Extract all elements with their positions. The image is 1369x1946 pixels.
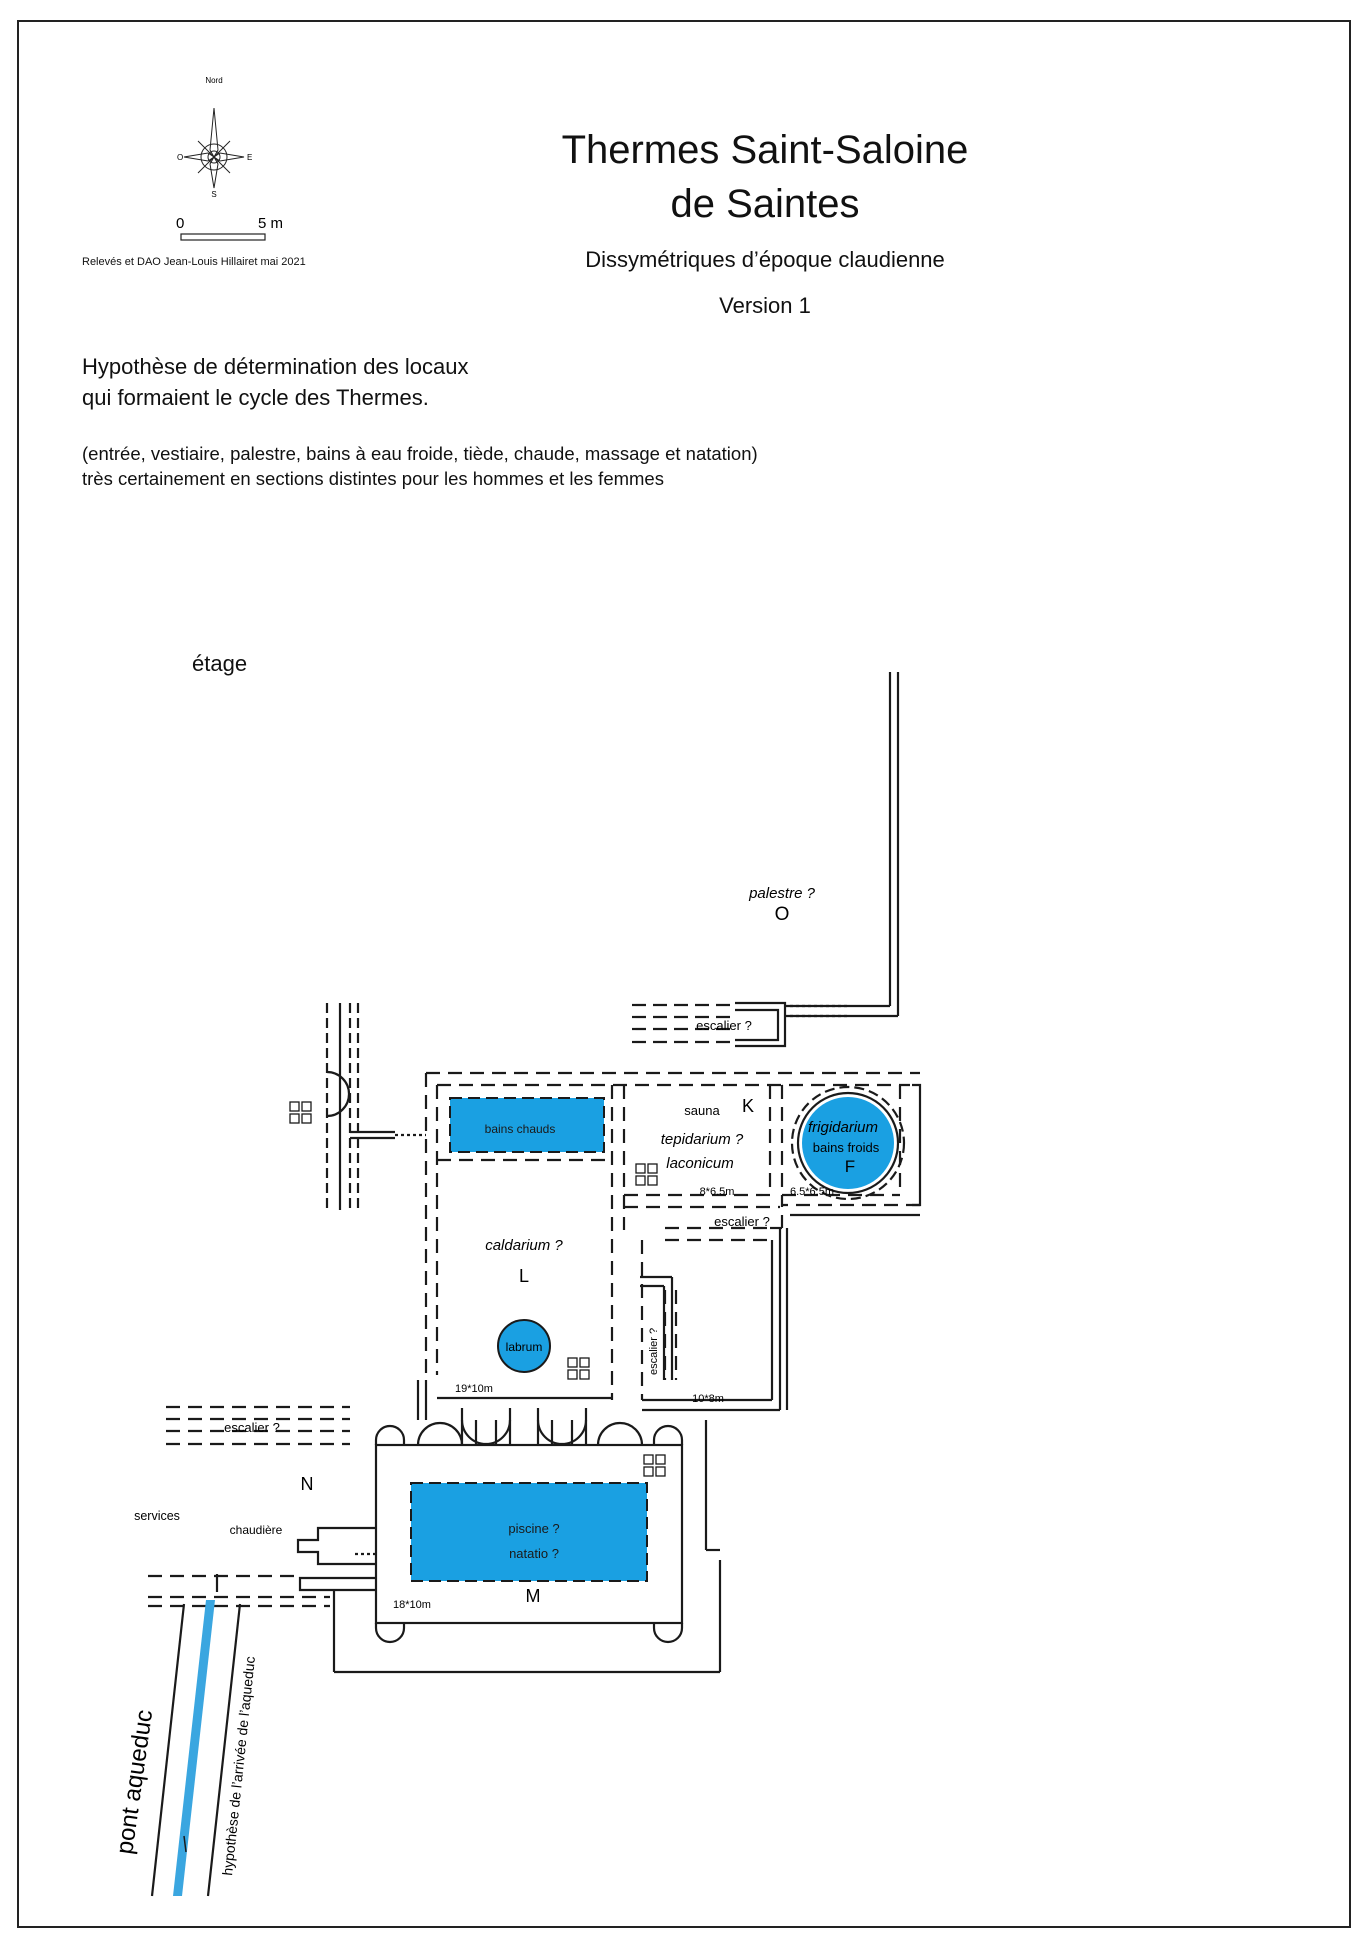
escalier-mid-label: escalier ? [714,1214,770,1229]
page-frame [17,20,1351,1928]
compass-east-label: E [247,153,252,162]
room-10x8 [640,1228,789,1412]
scale-zero: 0 [176,215,184,232]
compass-north-label: Nord [205,76,222,85]
subtitle: Dissymétriques d’époque claudienne [585,247,945,272]
hypothesis-line-1: Hypothèse de détermination des locaux [82,354,469,379]
compass-south-label: S [211,190,216,199]
frigidarium-label: frigidarium [808,1119,878,1136]
caldarium-bottom [416,1380,612,1420]
palestre-label: palestre ? [748,885,816,902]
arrivee-aqueduc-label: hypothèse de l’arrivée de l’aqueduc [219,1656,258,1877]
title-line-1: Thermes Saint-Saloine [561,128,969,172]
room-n-label: N [301,1474,314,1494]
hypothesis-detail-1: (entrée, vestiaire, palestre, bains à ea… [82,443,758,464]
compass-west-label: O [177,153,183,162]
bains-chauds-label: bains chauds [485,1122,556,1136]
services-label: services [134,1509,180,1523]
room-10x8-size: 10*8m [692,1393,724,1405]
room-m-label: M [526,1586,541,1606]
upper-building-outline [424,1071,920,1400]
hypothesis-detail-2: très certainement en sections distintes … [82,468,664,489]
scale-max: 5 m [258,215,283,232]
sauna-label: sauna [684,1103,720,1118]
room-f-label: F [845,1157,855,1176]
piscine-building [332,1408,722,1674]
chaudiere-block [296,1526,376,1592]
escalier-top-label: escalier ? [696,1018,752,1033]
tepidarium-label: tepidarium ? [661,1131,744,1148]
caldarium-label: caldarium ? [485,1237,563,1254]
aqueduct [150,1603,242,1897]
escalier-top [632,1001,787,1048]
escalier-left-label: escalier ? [224,1420,280,1435]
labrum-label: labrum [506,1340,543,1354]
title-line-2: de Saintes [670,182,860,226]
room-k-label: K [742,1096,754,1116]
tepidarium-size: 8*6.5m [700,1186,735,1198]
laconicum-label: laconicum [666,1155,734,1172]
hypocaust-icons [289,1101,666,1477]
floor-label: étage [192,651,248,676]
escalier-left [148,1405,350,1608]
hypothesis-line-2: qui formaient le cycle des Thermes. [82,385,429,410]
version-label: Version 1 [719,293,811,318]
natatio-label: natatio ? [509,1546,559,1561]
compass-rose [183,107,245,189]
caldarium-size: 19*10m [455,1383,493,1395]
scale-bar: 0 5 m [176,215,283,241]
credit-text: Relevés et DAO Jean-Louis Hillairet mai … [82,256,306,268]
chaudiere-label: chaudière [230,1523,283,1537]
labrum-basin [497,1319,551,1373]
room-o-label: O [775,904,790,925]
piscine-label: piscine ? [508,1521,559,1536]
frigidarium-pool [802,1097,894,1189]
frigidarium-size: 6.5*6.5m [790,1186,834,1198]
piscine-size: 18*10m [393,1599,431,1611]
bains-chauds-pool [449,1097,605,1153]
piscine-pool [410,1482,648,1582]
left-structure [325,1003,426,1210]
pont-aqueduc-label: pont aqueduc [111,1708,158,1856]
aqueduct-channel [173,1600,215,1896]
bains-froids-label: bains froids [813,1140,880,1155]
room-l-label: L [519,1266,529,1286]
escalier-vertical-label: escalier ? [648,1328,660,1375]
